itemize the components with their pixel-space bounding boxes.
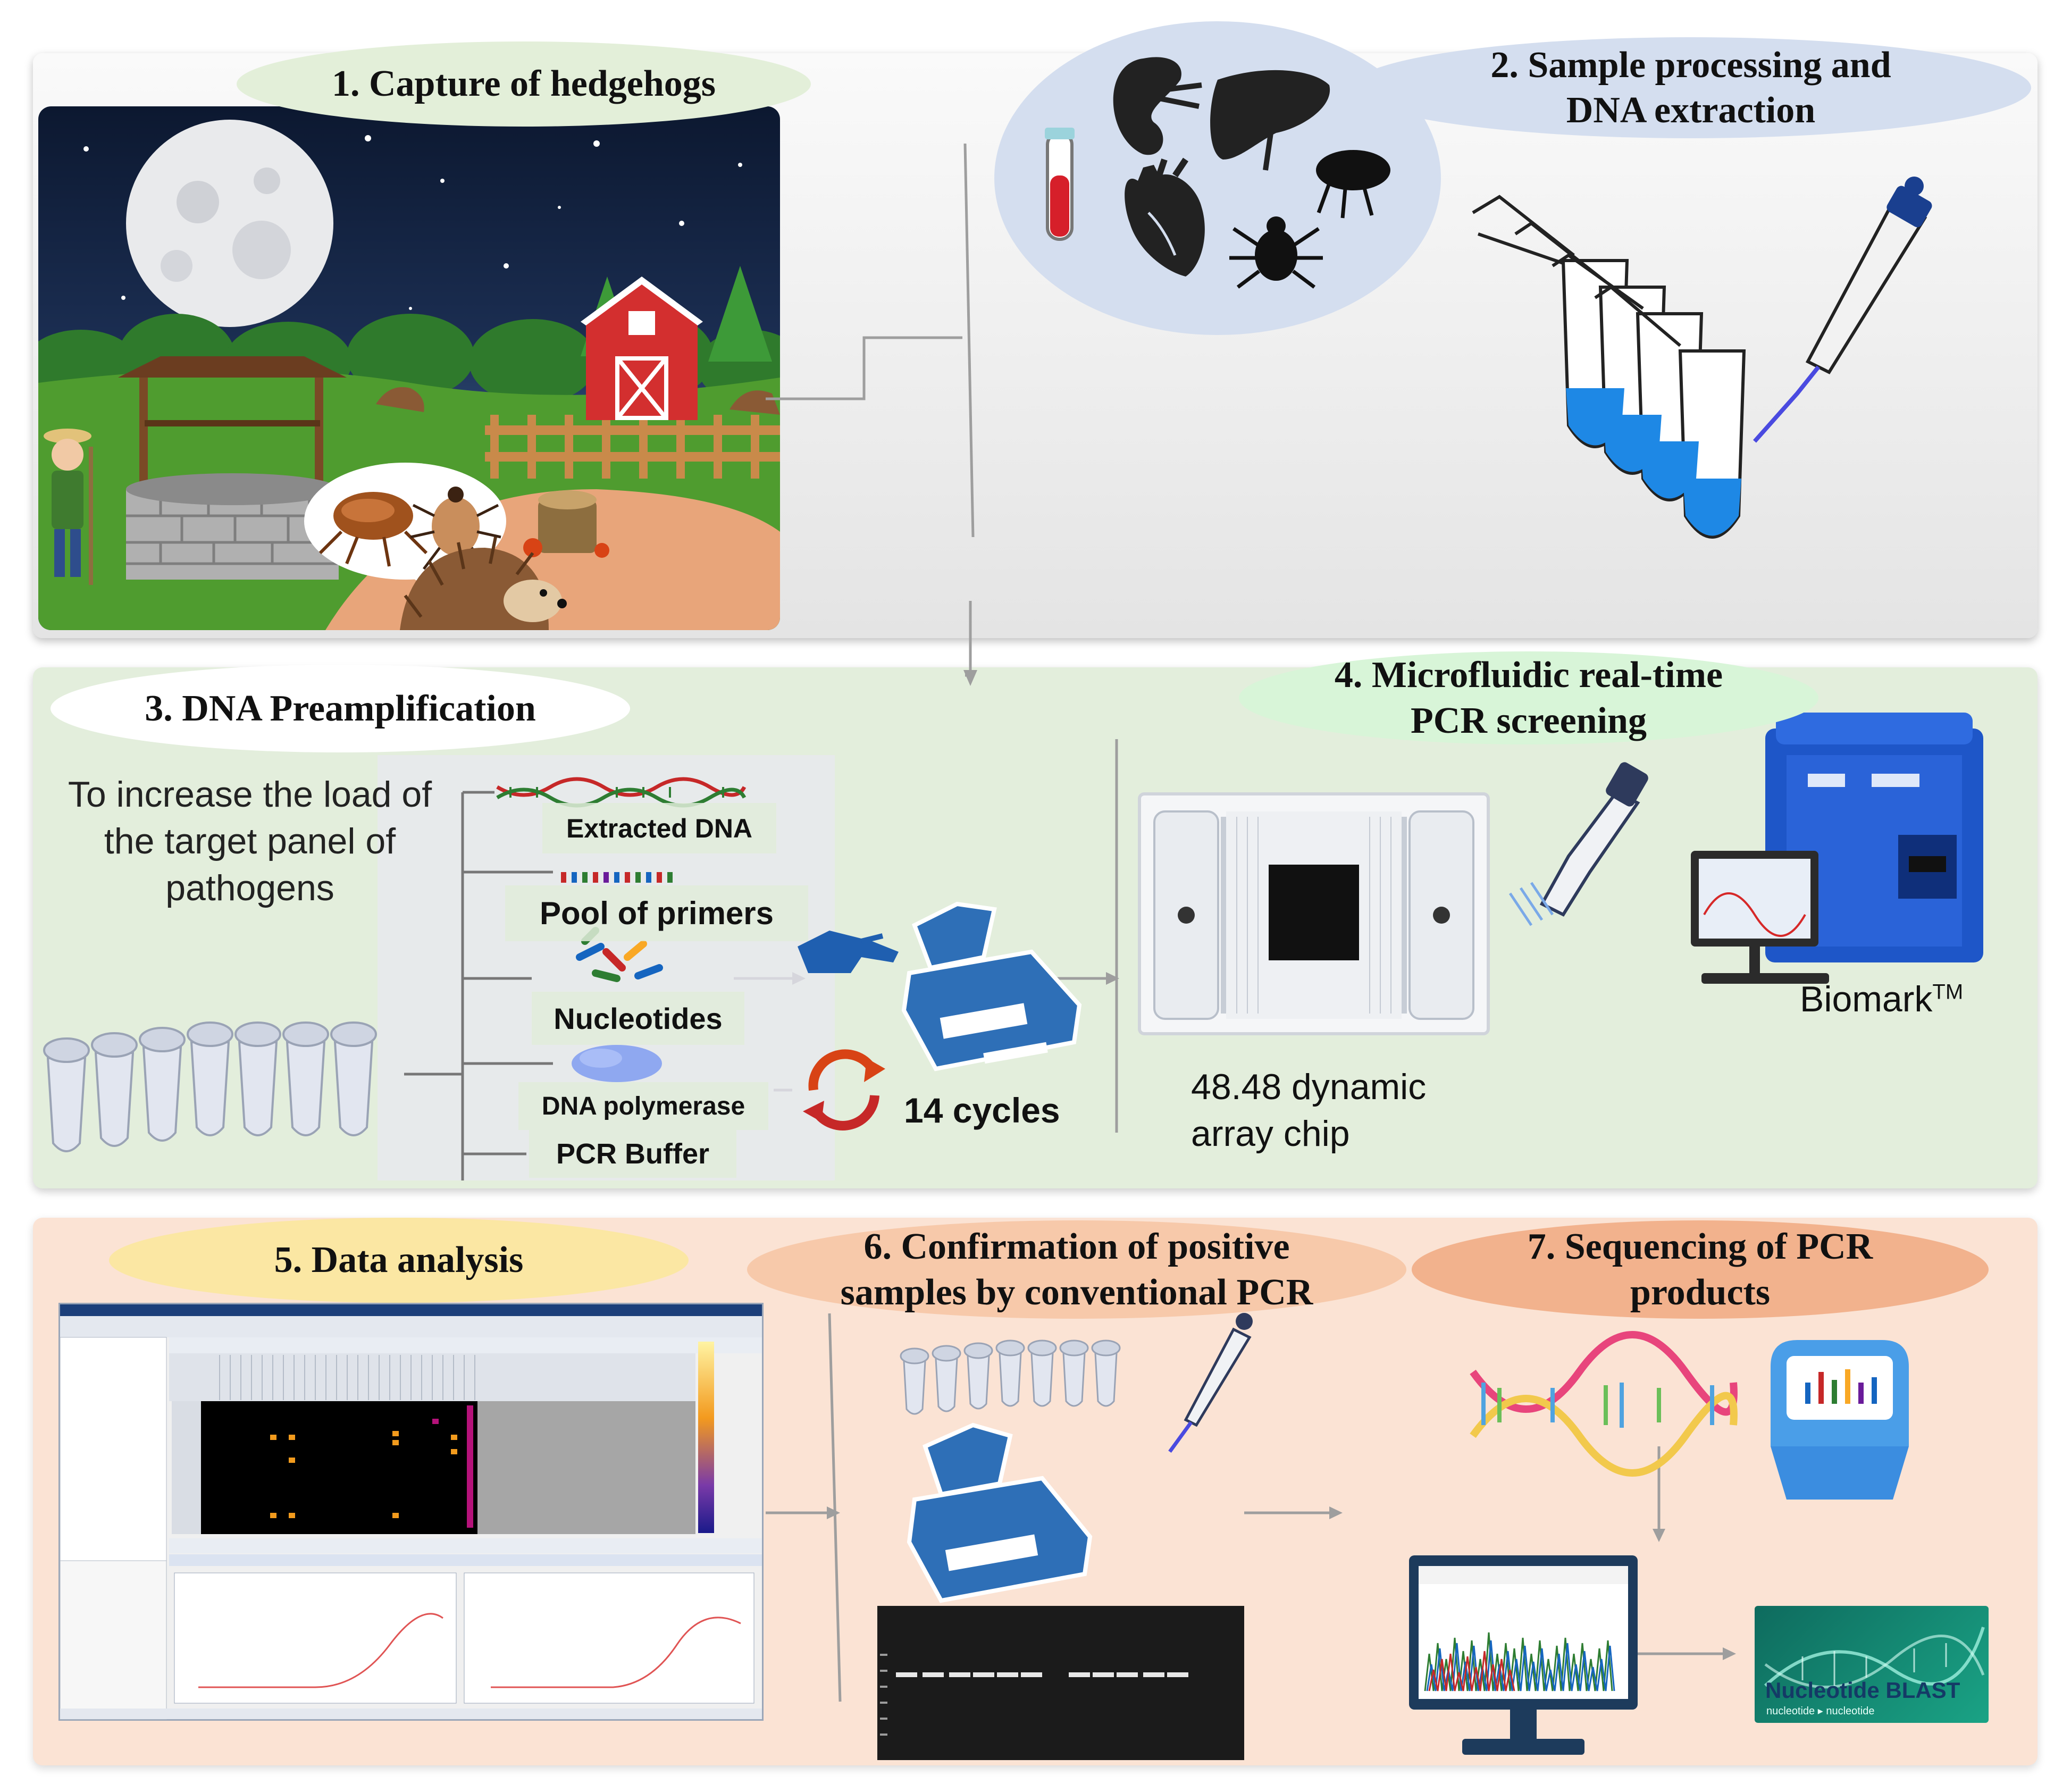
fence (485, 415, 780, 479)
cycles-label: 14 cycles (904, 1091, 1060, 1130)
well-icon (118, 356, 347, 580)
thermocycler-small-icon (907, 1422, 1093, 1603)
step-6-title: 6. Confirmation of positive samples by c… (747, 1220, 1406, 1319)
ingredient-nucleotides: Nucleotides (532, 992, 744, 1045)
biomark-label: BiomarkTM (1800, 979, 1964, 1019)
pipette-small-icon (1168, 1313, 1253, 1453)
ingredient-polymerase: DNA polymerase (518, 1082, 768, 1130)
preamp-purpose: To increase the load of the target panel… (68, 774, 432, 908)
hedgehog-icon (400, 537, 567, 630)
ingredient-primers: Pool of primers (505, 885, 808, 941)
flea-silhouette-icon (1316, 150, 1390, 219)
step-5-title: 5. Data analysis (109, 1218, 689, 1303)
ingredient-buffer: PCR Buffer (529, 1130, 736, 1178)
night-farm-scene (38, 106, 780, 630)
thermocycler-icon (901, 901, 1082, 1071)
sequencer-icon (1771, 1340, 1909, 1500)
pcr-strip-tubes-small-icon (900, 1339, 1121, 1415)
step-2-title: 2. Sample processing and DNA extraction (1351, 37, 2031, 138)
pipette-icon (1753, 177, 1932, 443)
flea-icon (318, 492, 428, 567)
ingredient-extracted-dna: Extracted DNA (542, 803, 776, 853)
step-7-title: 7. Sequencing of PCR products (1412, 1220, 1989, 1319)
blast-title: Nucleotide BLAST (1765, 1678, 1960, 1703)
moon-icon (126, 120, 333, 327)
step-3-title: 3. DNA Preamplification (51, 665, 630, 752)
nucleotide-blast-logo: Nucleotide BLAST nucleotide ▸ nucleotide (1755, 1606, 1989, 1723)
chip-caption: 48.48 dynamic array chip (1191, 1067, 1427, 1154)
heart-icon (1125, 157, 1205, 277)
dynamic-array-chip-icon (1138, 792, 1490, 1035)
blast-subtitle: nucleotide ▸ nucleotide (1766, 1705, 1875, 1717)
step-4-title: 4. Microfluidic real-time PCR screening (1239, 651, 1818, 744)
chromatogram-monitor-icon (1409, 1555, 1638, 1755)
barn-icon (581, 277, 703, 420)
farmer-icon (44, 429, 93, 585)
recycle-arrows-icon (808, 1049, 879, 1131)
tick-icon (410, 487, 501, 570)
liver-icon (1210, 70, 1330, 171)
blood-tube-icon (1045, 128, 1075, 241)
gel-image-icon (877, 1606, 1244, 1760)
hand-icon (798, 931, 899, 973)
step-1-title: 1. Capture of hedgehogs (237, 41, 811, 127)
vector-speech-bubble (304, 463, 506, 614)
microtube-icon (1472, 195, 1746, 539)
dna-double-helix-icon (1470, 1331, 1738, 1477)
tick-silhouette-icon (1229, 216, 1323, 289)
pcr-analysis-software-screenshot (58, 1303, 764, 1721)
kidney-icon (1113, 57, 1202, 155)
computer-monitor-icon (1691, 851, 1829, 984)
